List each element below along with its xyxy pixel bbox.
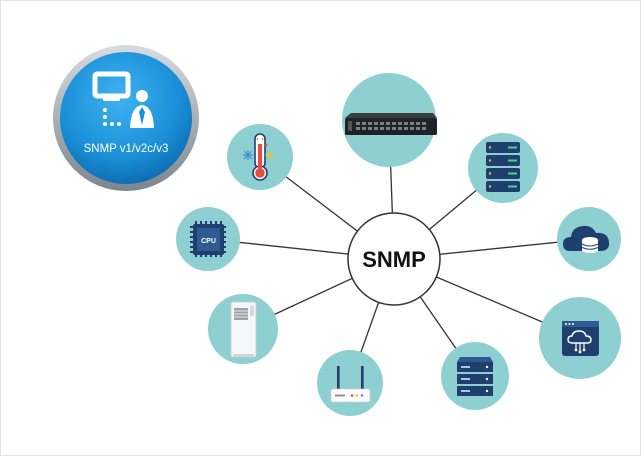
network-switch-icon [345, 113, 437, 135]
air-conditioner-icon [230, 301, 257, 358]
hub-label: SNMP [362, 247, 426, 272]
node-cloud-database[interactable] [557, 207, 621, 271]
node-rack-server[interactable] [441, 342, 509, 410]
storage-server-icon [486, 142, 520, 192]
node-cpu[interactable]: CPU [176, 207, 240, 271]
snmp-hub: SNMP [347, 212, 441, 306]
cloud-browser-icon [562, 321, 599, 356]
cpu-label: CPU [201, 238, 216, 245]
node-cloud-web-app[interactable] [539, 297, 621, 379]
rack-server-icon [457, 357, 493, 396]
node-network-switch[interactable] [342, 73, 437, 167]
cloud-database-icon [563, 225, 610, 253]
node-wifi-router[interactable] [317, 350, 383, 416]
cpu-chip-icon: CPU [190, 221, 226, 257]
thermometer-icon [243, 133, 275, 181]
wifi-router-icon [330, 366, 371, 403]
node-storage-server[interactable] [468, 133, 538, 203]
node-air-conditioner[interactable] [208, 294, 278, 364]
snmp-version-badge: SNMP v1/v2c/v3 [53, 45, 199, 191]
badge-label: SNMP v1/v2c/v3 [84, 143, 169, 155]
computer-user-icon [92, 71, 154, 128]
node-thermometer[interactable] [227, 124, 293, 190]
